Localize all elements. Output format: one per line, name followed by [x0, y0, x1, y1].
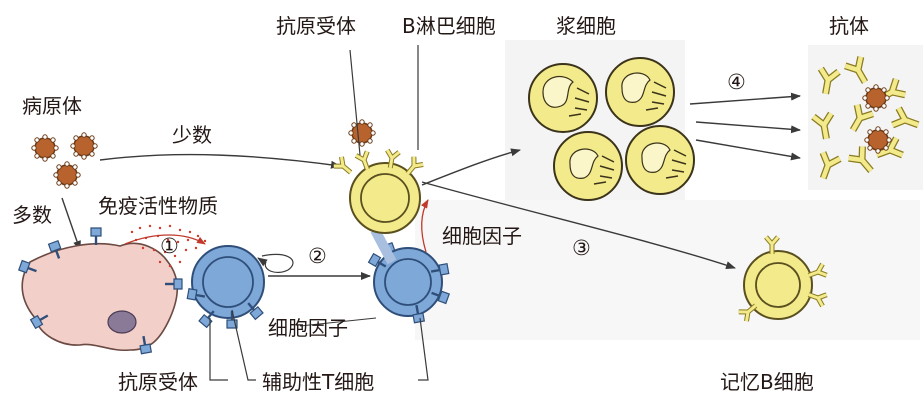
step4-arrow-1 [689, 92, 801, 105]
pathogen-3 [53, 161, 81, 189]
pathogen-2 [70, 132, 98, 160]
t-b-contact [370, 227, 397, 265]
immune-substance-dots [130, 224, 207, 268]
step-3-marker: ③ [572, 236, 591, 260]
helper-t-cell-1 [186, 245, 265, 330]
macrophage-cell [17, 226, 184, 355]
step1-arrow [124, 234, 206, 245]
antibody-bound-pathogen-1 [862, 84, 890, 112]
label-memory-b-cell: 记忆B细胞 [720, 370, 814, 394]
label-antigen-receptor-bottom: 抗原受体 [118, 370, 198, 394]
label-cytokine-lower: 细胞因子 [268, 316, 348, 340]
step3-arrow [421, 181, 736, 269]
plasma-cells [528, 57, 695, 201]
many-arrow [61, 197, 81, 251]
antibody-bound-pathogen-2 [864, 126, 892, 154]
label-cytokine-upper: 细胞因子 [442, 224, 522, 248]
helper-t-cell-2 [367, 241, 451, 324]
lower-panel [415, 200, 920, 340]
step-1-marker: ① [160, 234, 179, 258]
label-many: 多数 [12, 203, 52, 227]
b-lymphocyte-cell [334, 119, 423, 234]
label-b-lymphocyte: B淋巴细胞 [402, 14, 496, 38]
step4-arrow-2 [695, 121, 801, 134]
cytokine-arrow-to-b [420, 199, 429, 253]
few-arrow [99, 153, 341, 169]
label-few: 少数 [172, 123, 212, 147]
pathogen-1 [31, 134, 59, 162]
receptor-bracket [209, 318, 228, 381]
label-pathogen: 病原体 [22, 94, 82, 118]
step-4-marker: ④ [727, 70, 746, 94]
label-antibody: 抗体 [829, 14, 869, 38]
label-immune-active-substance: 免疫活性物质 [98, 194, 218, 218]
helper-t-bracket [231, 309, 429, 381]
cytokine-lower-leader [299, 317, 377, 327]
step4-arrow-3 [695, 139, 801, 161]
bound-pathogen [348, 119, 376, 147]
label-plasma-cell: 浆细胞 [556, 14, 616, 38]
step-2-marker: ② [308, 244, 327, 268]
label-antigen-receptor-top: 抗原受体 [276, 14, 356, 38]
memory-b-cell [739, 237, 827, 321]
label-helper-t-cell: 辅助性T细胞 [262, 370, 375, 394]
receptor-leader-top [349, 49, 361, 156]
cytokine-curl-left [261, 253, 294, 274]
to-plasma-arrow [421, 148, 521, 186]
